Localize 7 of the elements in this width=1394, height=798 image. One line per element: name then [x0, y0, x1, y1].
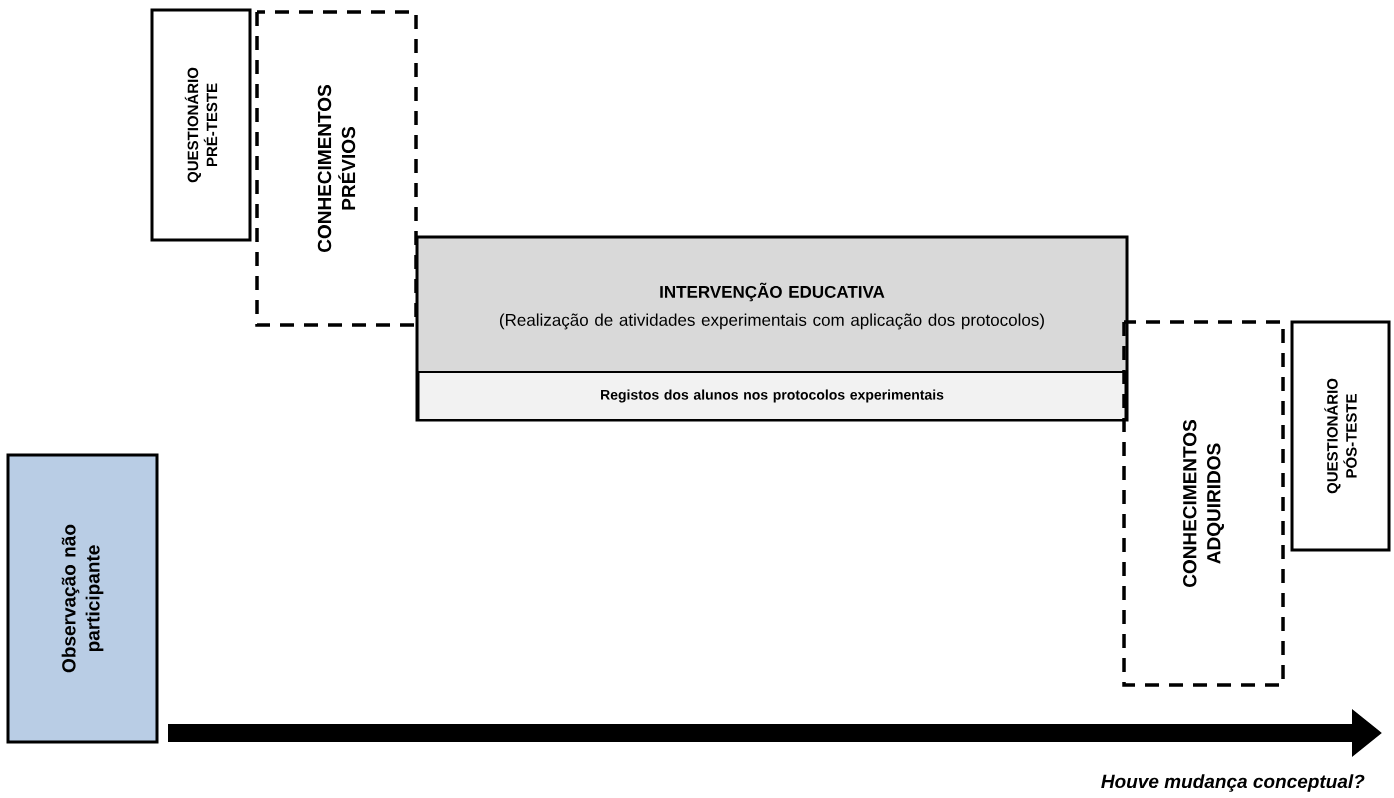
- questionnaire-box: QUESTIONÁRIO PÓS-TESTE: [1290, 320, 1391, 552]
- question-label: Houve mudança conceptual?: [1101, 774, 1365, 792]
- questionnaire-box: QUESTIONÁRIO PRÉ-TESTE: [150, 8, 252, 242]
- dashed-box: CONHECIMENTOS PRÉVIOS: [255, 10, 418, 327]
- records-band: Registos dos alunos nos protocolos experimentais: [417, 371, 1127, 421]
- observation-box: Observação não participante: [6, 453, 159, 744]
- dashed-box: CONHECIMENTOS ADQUIRIDOS: [1122, 320, 1285, 687]
